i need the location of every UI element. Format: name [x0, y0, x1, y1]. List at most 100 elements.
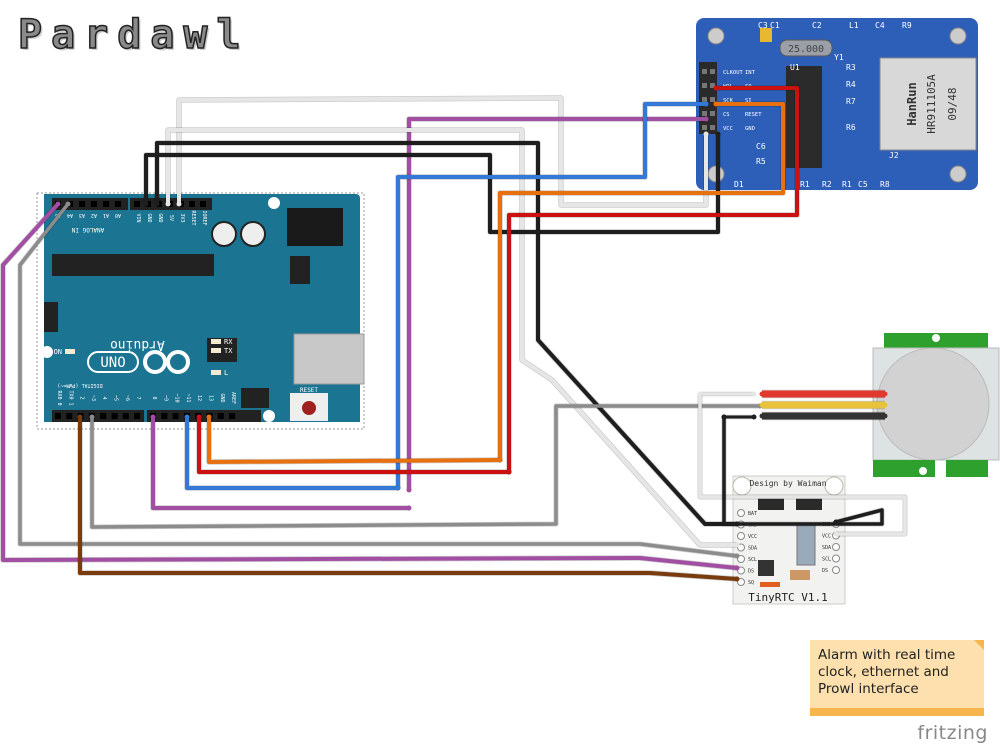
wire-d11-loop[interactable] [185, 417, 398, 490]
wire-endpoint [206, 414, 212, 420]
part-label: C5 [858, 180, 868, 189]
crystal [779, 39, 833, 57]
header-pin [702, 97, 707, 102]
mount-hole [949, 165, 967, 183]
wire-endpoint [833, 531, 839, 537]
wire-d12-to-ethernet-so[interactable] [507, 86, 799, 472]
wire-endpoint [751, 414, 757, 420]
rtc-pin [737, 578, 745, 586]
wire-d13-loop[interactable] [207, 417, 501, 464]
led-label: ON [54, 348, 62, 356]
wire-endpoint [734, 565, 740, 571]
wire-3v3-to-ethernet-vcc[interactable] [177, 96, 708, 207]
header-pin [134, 413, 141, 419]
wire-d10-to-ethernet-cs[interactable] [407, 117, 706, 490]
pin-label: SCL [748, 557, 757, 563]
rtc-footer-label: TinyRTC V1.1 [748, 591, 827, 604]
pin-label: 3V3 [179, 213, 185, 222]
wire-a5-to-rtc-scl[interactable] [1, 202, 738, 570]
part-label: C6 [756, 142, 766, 151]
wire-d13-loop-shadow [206, 417, 501, 465]
header-pin [710, 83, 715, 88]
header-pin [710, 69, 715, 74]
wire-rtc-gnd-to-pir[interactable] [722, 417, 884, 526]
pin-label: ~9 [162, 395, 168, 401]
icsp-header [44, 302, 58, 332]
rtc-pin [737, 555, 745, 563]
header-pin [189, 201, 195, 207]
analog-label: ANALOG IN [71, 226, 104, 233]
pin-label: SQ [748, 580, 754, 586]
wire-endpoint [55, 201, 61, 207]
wire-d12-loop[interactable] [197, 417, 509, 474]
wire-endpoint [882, 413, 888, 419]
header-pin [111, 413, 118, 419]
wire-endpoint [406, 487, 412, 493]
annotation-note[interactable]: Alarm with real time clock, ethernet and… [810, 640, 984, 716]
pir-sensor[interactable] [872, 333, 1000, 477]
pin-label: SDA [748, 546, 757, 552]
pin-label: RESET [745, 112, 762, 118]
pin-label: ~3 [90, 395, 96, 401]
pir-dome [876, 347, 990, 461]
header-pin [161, 413, 168, 419]
wire-endpoint [154, 201, 160, 207]
rtc-crystal [796, 522, 816, 566]
part-label: U1 [790, 63, 800, 72]
pin-label: GND [146, 213, 152, 222]
rtc-pin [832, 554, 840, 563]
wire-5v-to-rtc-vcc[interactable] [166, 128, 737, 547]
header-pin [134, 201, 140, 207]
part-label: R1 [842, 180, 852, 189]
header-pin [172, 413, 179, 419]
pin-label: VIN [135, 213, 141, 222]
wire-d3-to-pir-out[interactable] [90, 404, 760, 529]
wire-d13-to-ethernet-sck[interactable] [498, 102, 785, 460]
pin-label: CLKOUT [723, 70, 744, 76]
part-label: R4 [846, 80, 856, 89]
voltage-regulator [290, 256, 310, 284]
fritzing-logo: fritzing [917, 722, 988, 744]
wire-a4-to-rtc-sda[interactable] [18, 202, 738, 558]
pin-label: IOREF [201, 210, 207, 225]
wire-endpoint [882, 402, 888, 408]
jack-model: HR911105A [925, 74, 938, 134]
pir-tab-bottom [946, 460, 988, 477]
wire-d2-to-rtc-ds[interactable] [78, 417, 738, 581]
part-label: L1 [849, 21, 859, 30]
led-label: RX [224, 338, 233, 346]
rtc-diode [760, 582, 780, 587]
header-pin [100, 413, 107, 419]
header-pin [103, 201, 109, 207]
wire-d11-to-ethernet-si[interactable] [396, 102, 706, 488]
wire-endpoint [697, 391, 703, 397]
rtc-battery [790, 570, 810, 580]
arduino-bbox [36, 192, 365, 430]
wire-endpoint [89, 414, 95, 420]
pin-label: SDA [822, 545, 831, 551]
wire-endpoint [882, 391, 888, 397]
part-label: R2 [822, 180, 832, 189]
pin-label: VCC [723, 126, 733, 132]
wire-d10-loop[interactable] [151, 417, 409, 510]
part-label: C1 [770, 21, 780, 30]
pin-label: VCC [748, 534, 757, 540]
pin-label: SCK [723, 98, 734, 104]
pin-label: TX0 1 [67, 390, 73, 405]
wire-rtc-vcc-to-pir[interactable] [698, 394, 907, 536]
header-pin [702, 111, 707, 116]
rtc-pin [737, 532, 745, 540]
arduino-brand: Arduino [110, 337, 165, 352]
pin-label: SI [745, 98, 752, 104]
mount-hole [707, 27, 725, 45]
wire-endpoint [759, 391, 765, 397]
header-pin [710, 97, 715, 102]
header-pin [702, 69, 707, 74]
mount-hole [263, 410, 275, 422]
part-label: R3 [846, 63, 856, 72]
capacitor [240, 221, 266, 247]
